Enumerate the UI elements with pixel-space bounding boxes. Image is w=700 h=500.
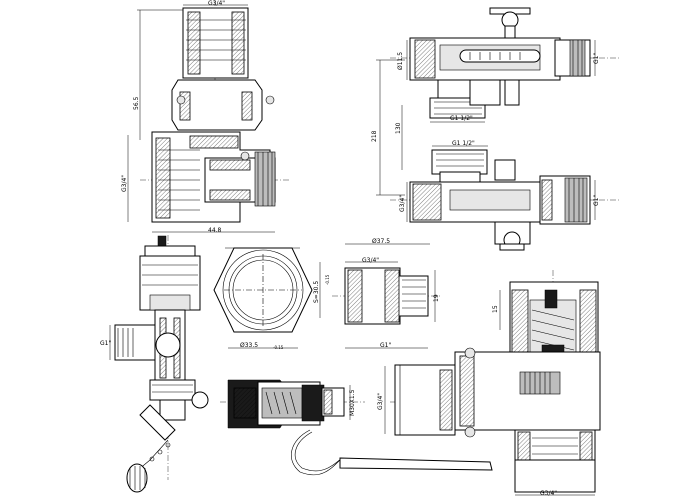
label-g1-tr: G1"	[593, 195, 600, 206]
label-br-g34-left: G3/4"	[377, 393, 384, 410]
angle-valve-view: G3/4" 56.5 G3/4" 44.8	[121, 0, 290, 234]
air-vent-assembly-view: G1"	[100, 235, 209, 493]
distributor-spacing-dims: 218 130	[371, 59, 405, 196]
label-m305: M30X1.5	[349, 389, 356, 416]
hex-nut-view: Ø33.5 -0.15 S=30.5 -0.15	[213, 247, 330, 350]
thermostatic-head-view: M30X1.5	[220, 379, 493, 476]
label-left-g34: G3/4"	[121, 175, 128, 192]
label-h565: 56.5	[133, 96, 140, 110]
label-nut-s: S=30.5	[313, 281, 320, 303]
label-g112-top: G1 1/2"	[450, 115, 473, 122]
label-g1-left: G1"	[100, 340, 111, 347]
label-v218: 218	[371, 130, 378, 142]
label-d114: Ø11.5	[397, 52, 404, 70]
distributor-lower-view: G1 1/2" G3/4" G1"	[390, 140, 620, 251]
label-nut-d-tol: -0.15	[273, 345, 284, 350]
label-d375: Ø37.5	[372, 238, 390, 245]
label-g34-tr: G3/4"	[399, 195, 406, 212]
label-w448: 44.8	[208, 227, 222, 234]
label-ad-g34: G3/4"	[362, 257, 379, 264]
label-top-g34: G3/4"	[208, 0, 225, 7]
label-br-15: 15	[492, 305, 499, 313]
label-br-g34-bot: G3/4"	[540, 490, 557, 497]
label-ad-19: 19	[433, 294, 440, 302]
label-g112-mid: G1 1/2"	[452, 140, 475, 147]
radiator-valve-view: 15 G3/4" G3/4"	[377, 270, 601, 497]
distributor-top-view: Ø11.5 G1" G1 1/2"	[390, 7, 620, 123]
label-nut-d: Ø33.5	[240, 342, 258, 349]
adapter-view: Ø37.5 G3/4" 19 G1"	[332, 238, 440, 349]
label-g1-top: G1"	[593, 53, 600, 64]
label-nut-s-tol: -0.15	[325, 274, 330, 285]
label-v130: 130	[395, 122, 402, 134]
label-ad-g1: G1"	[380, 342, 391, 349]
